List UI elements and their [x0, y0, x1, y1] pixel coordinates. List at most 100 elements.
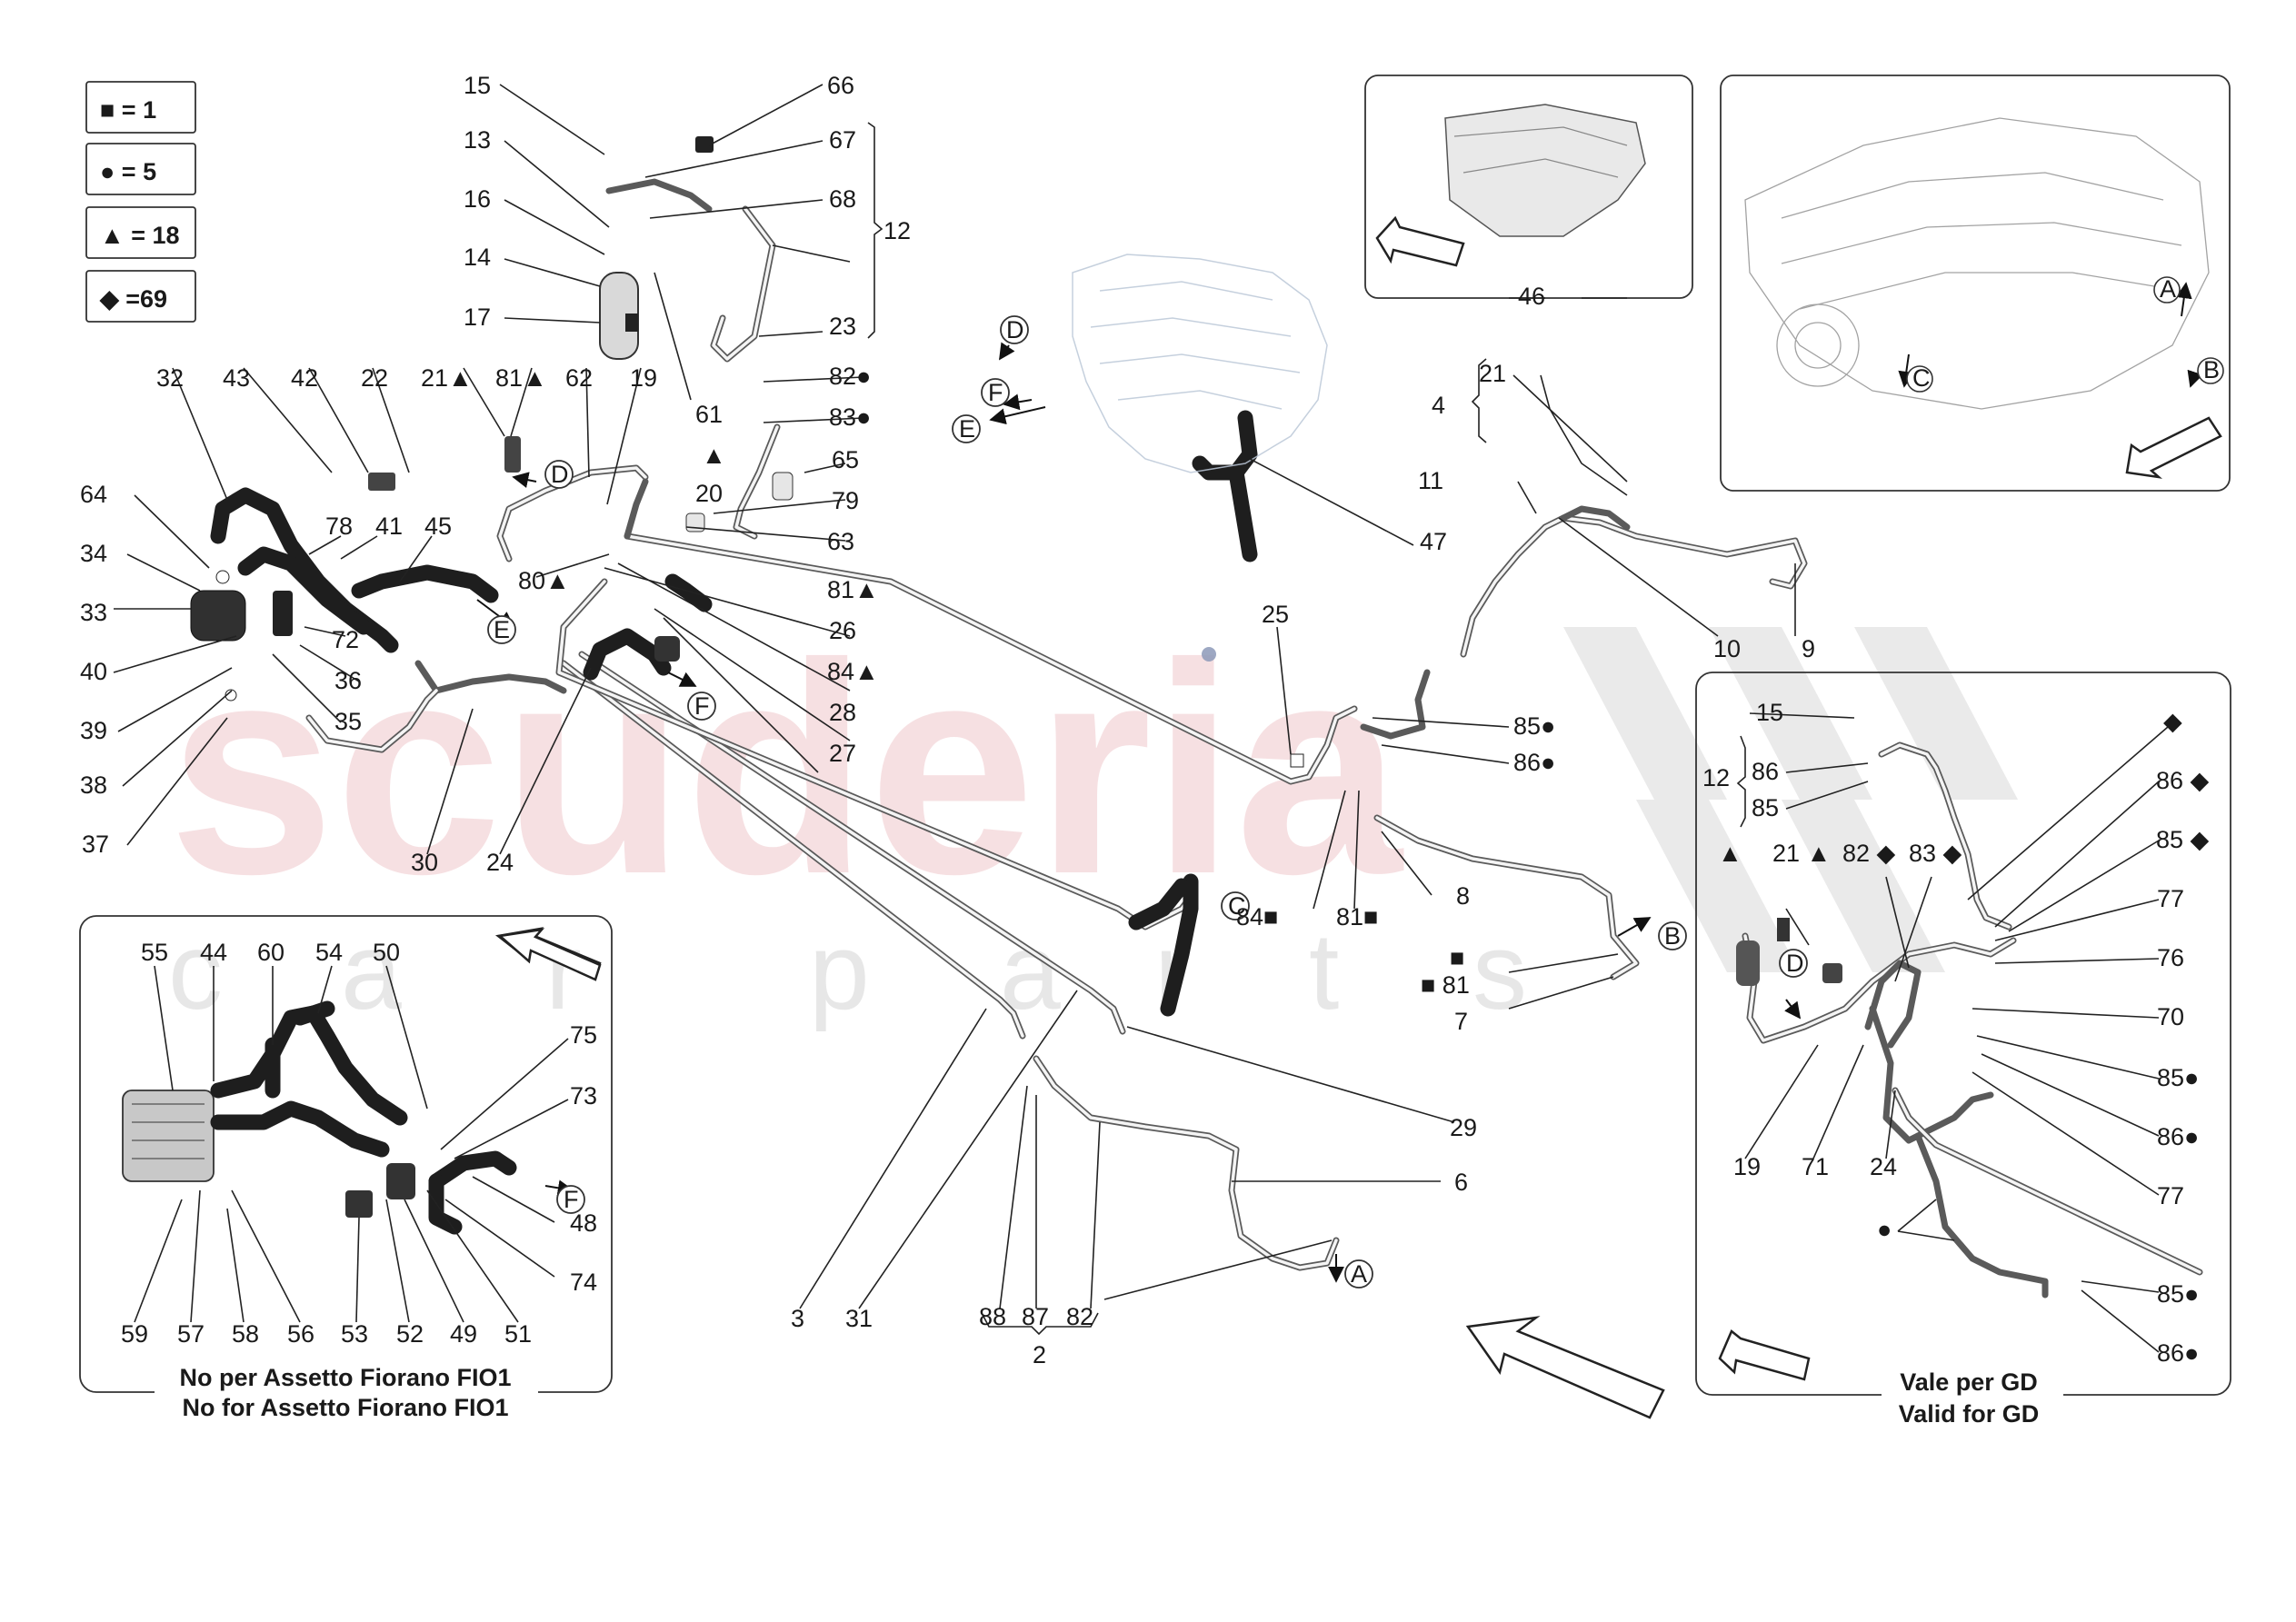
view-letter-d: D	[551, 461, 569, 488]
part-label: 71	[1802, 1153, 1829, 1180]
engine-sketch	[1072, 254, 1328, 662]
part-label: 8	[1456, 882, 1470, 910]
watermark-letter: t	[1309, 911, 1339, 1032]
part-label: 11	[1418, 467, 1443, 494]
part-label: 68	[829, 185, 856, 213]
part-label: 6	[1454, 1169, 1468, 1196]
part-label: 10	[1713, 635, 1741, 662]
part-label: 39	[80, 717, 107, 744]
part-label: 83 ◆	[1909, 840, 1962, 867]
leader-lines	[113, 84, 1796, 1336]
view-letter-c: C	[1228, 892, 1246, 920]
part-label: 62	[565, 364, 593, 392]
part-label: 88	[979, 1303, 1006, 1330]
part-label: 20	[695, 480, 723, 507]
part-label: 81▲	[495, 364, 547, 392]
view-letter-d: D	[1006, 316, 1024, 343]
inset-gd-caption-it: Vale per GD	[1900, 1368, 2038, 1396]
part-label: 84▲	[827, 658, 879, 685]
view-letter-e: E	[494, 616, 510, 643]
part-label: 78	[325, 512, 353, 540]
part-label: 67	[829, 126, 856, 154]
inset-gd-caption-en: Valid for GD	[1899, 1400, 2040, 1428]
part-label: 85●	[2157, 1280, 2199, 1308]
part-label: 37	[82, 831, 109, 858]
part-label: 23	[829, 313, 856, 340]
watermark-letter: s	[1472, 911, 1527, 1032]
view-markers: E F D C A B D F E	[476, 315, 1687, 1289]
part-label: 13	[464, 126, 491, 154]
part-label: 64	[80, 481, 107, 508]
part-label: 48	[570, 1209, 597, 1237]
legend-triangle: ▲ = 18	[100, 222, 180, 249]
part-label: 52	[396, 1320, 424, 1348]
part-label: 47	[1420, 528, 1447, 555]
watermark-letter: c	[168, 911, 223, 1032]
part-label: ◆	[2163, 708, 2182, 735]
inset-engine-overview: C A B	[1720, 75, 2231, 492]
part-label: ▲	[1718, 840, 1742, 867]
part-label: ■	[1450, 944, 1464, 971]
part-label: 85 ◆	[2156, 826, 2210, 853]
part-label: 66	[827, 72, 854, 99]
part-label: 76	[2157, 944, 2184, 971]
part-label: 36	[334, 667, 362, 694]
view-letter-a: A	[2160, 275, 2176, 303]
view-letter-e: E	[959, 415, 975, 443]
part-label: 56	[287, 1320, 314, 1348]
part-label: 86●	[2157, 1123, 2199, 1150]
quantity-legend: ■ = 1 ● = 5 ▲ = 18 ◆ =69	[85, 81, 196, 323]
view-letter-f: F	[988, 379, 1003, 406]
part-label: 32	[156, 364, 184, 392]
part-label: 84■	[1236, 903, 1278, 930]
legend-circle: ● = 5	[100, 158, 156, 185]
inset-fio1: F 55 44 60 54 50 75 73 48 74 59 57 58 56…	[79, 915, 613, 1421]
part-label: 49	[450, 1320, 477, 1348]
part-label: 79	[832, 487, 859, 514]
part-label: 77	[2157, 885, 2184, 912]
part-label: 85●	[2157, 1064, 2199, 1091]
part-label: 72	[332, 626, 359, 653]
part-label: 33	[80, 599, 107, 626]
part-label: 82●	[829, 363, 871, 390]
part-label: 43	[223, 364, 250, 392]
part-label: 59	[121, 1320, 148, 1348]
part-label: 81■	[1336, 903, 1378, 930]
part-label: 80▲	[518, 567, 570, 594]
part-label: 21▲	[421, 364, 473, 392]
part-label: 17	[464, 304, 491, 331]
view-letter-c: C	[1912, 364, 1931, 392]
view-letter-a: A	[1351, 1260, 1367, 1288]
part-label: 44	[200, 939, 227, 966]
part-label: 31	[845, 1305, 873, 1332]
watermark-letter: a	[1000, 911, 1061, 1032]
part-label: 81▲	[827, 576, 879, 603]
part-label: 21 ▲	[1772, 840, 1831, 867]
part-label: 54	[315, 939, 343, 966]
part-label: 65	[832, 446, 859, 473]
part-label: 77	[2157, 1182, 2184, 1209]
part-label: 63	[827, 528, 854, 555]
part-label: 28	[829, 699, 856, 726]
legend-square: ■ = 1	[100, 96, 156, 124]
part-label: 46	[1518, 283, 1545, 310]
part-label: 24	[486, 849, 514, 876]
part-label: 15	[1756, 699, 1783, 726]
part-label: 85	[1752, 794, 1779, 821]
inset-fio1-caption-it: No per Assetto Fiorano FIO1	[179, 1364, 511, 1391]
part-label: 12	[883, 217, 911, 244]
part-label: 12	[1702, 764, 1730, 791]
part-labels: 15 66 13 67 16 68 12 14 17 23 82● 83● 61…	[80, 72, 1815, 1368]
part-label: 57	[177, 1320, 205, 1348]
part-label: 30	[411, 849, 438, 876]
part-label: 3	[791, 1305, 804, 1332]
part-label: 9	[1802, 635, 1815, 662]
checkered-flag-mark	[1563, 627, 2018, 972]
inset-gd: D 15 12 86 85 ◆ 86 ◆ 85 ◆ ▲ 21 ▲ 82 ◆	[1695, 672, 2231, 1428]
part-label: 50	[373, 939, 400, 966]
part-label: 82 ◆	[1842, 840, 1896, 867]
part-label: 21	[1479, 360, 1506, 387]
part-label: 86 ◆	[2156, 767, 2210, 794]
part-label: ▲	[702, 442, 726, 469]
part-label: 22	[361, 364, 388, 392]
